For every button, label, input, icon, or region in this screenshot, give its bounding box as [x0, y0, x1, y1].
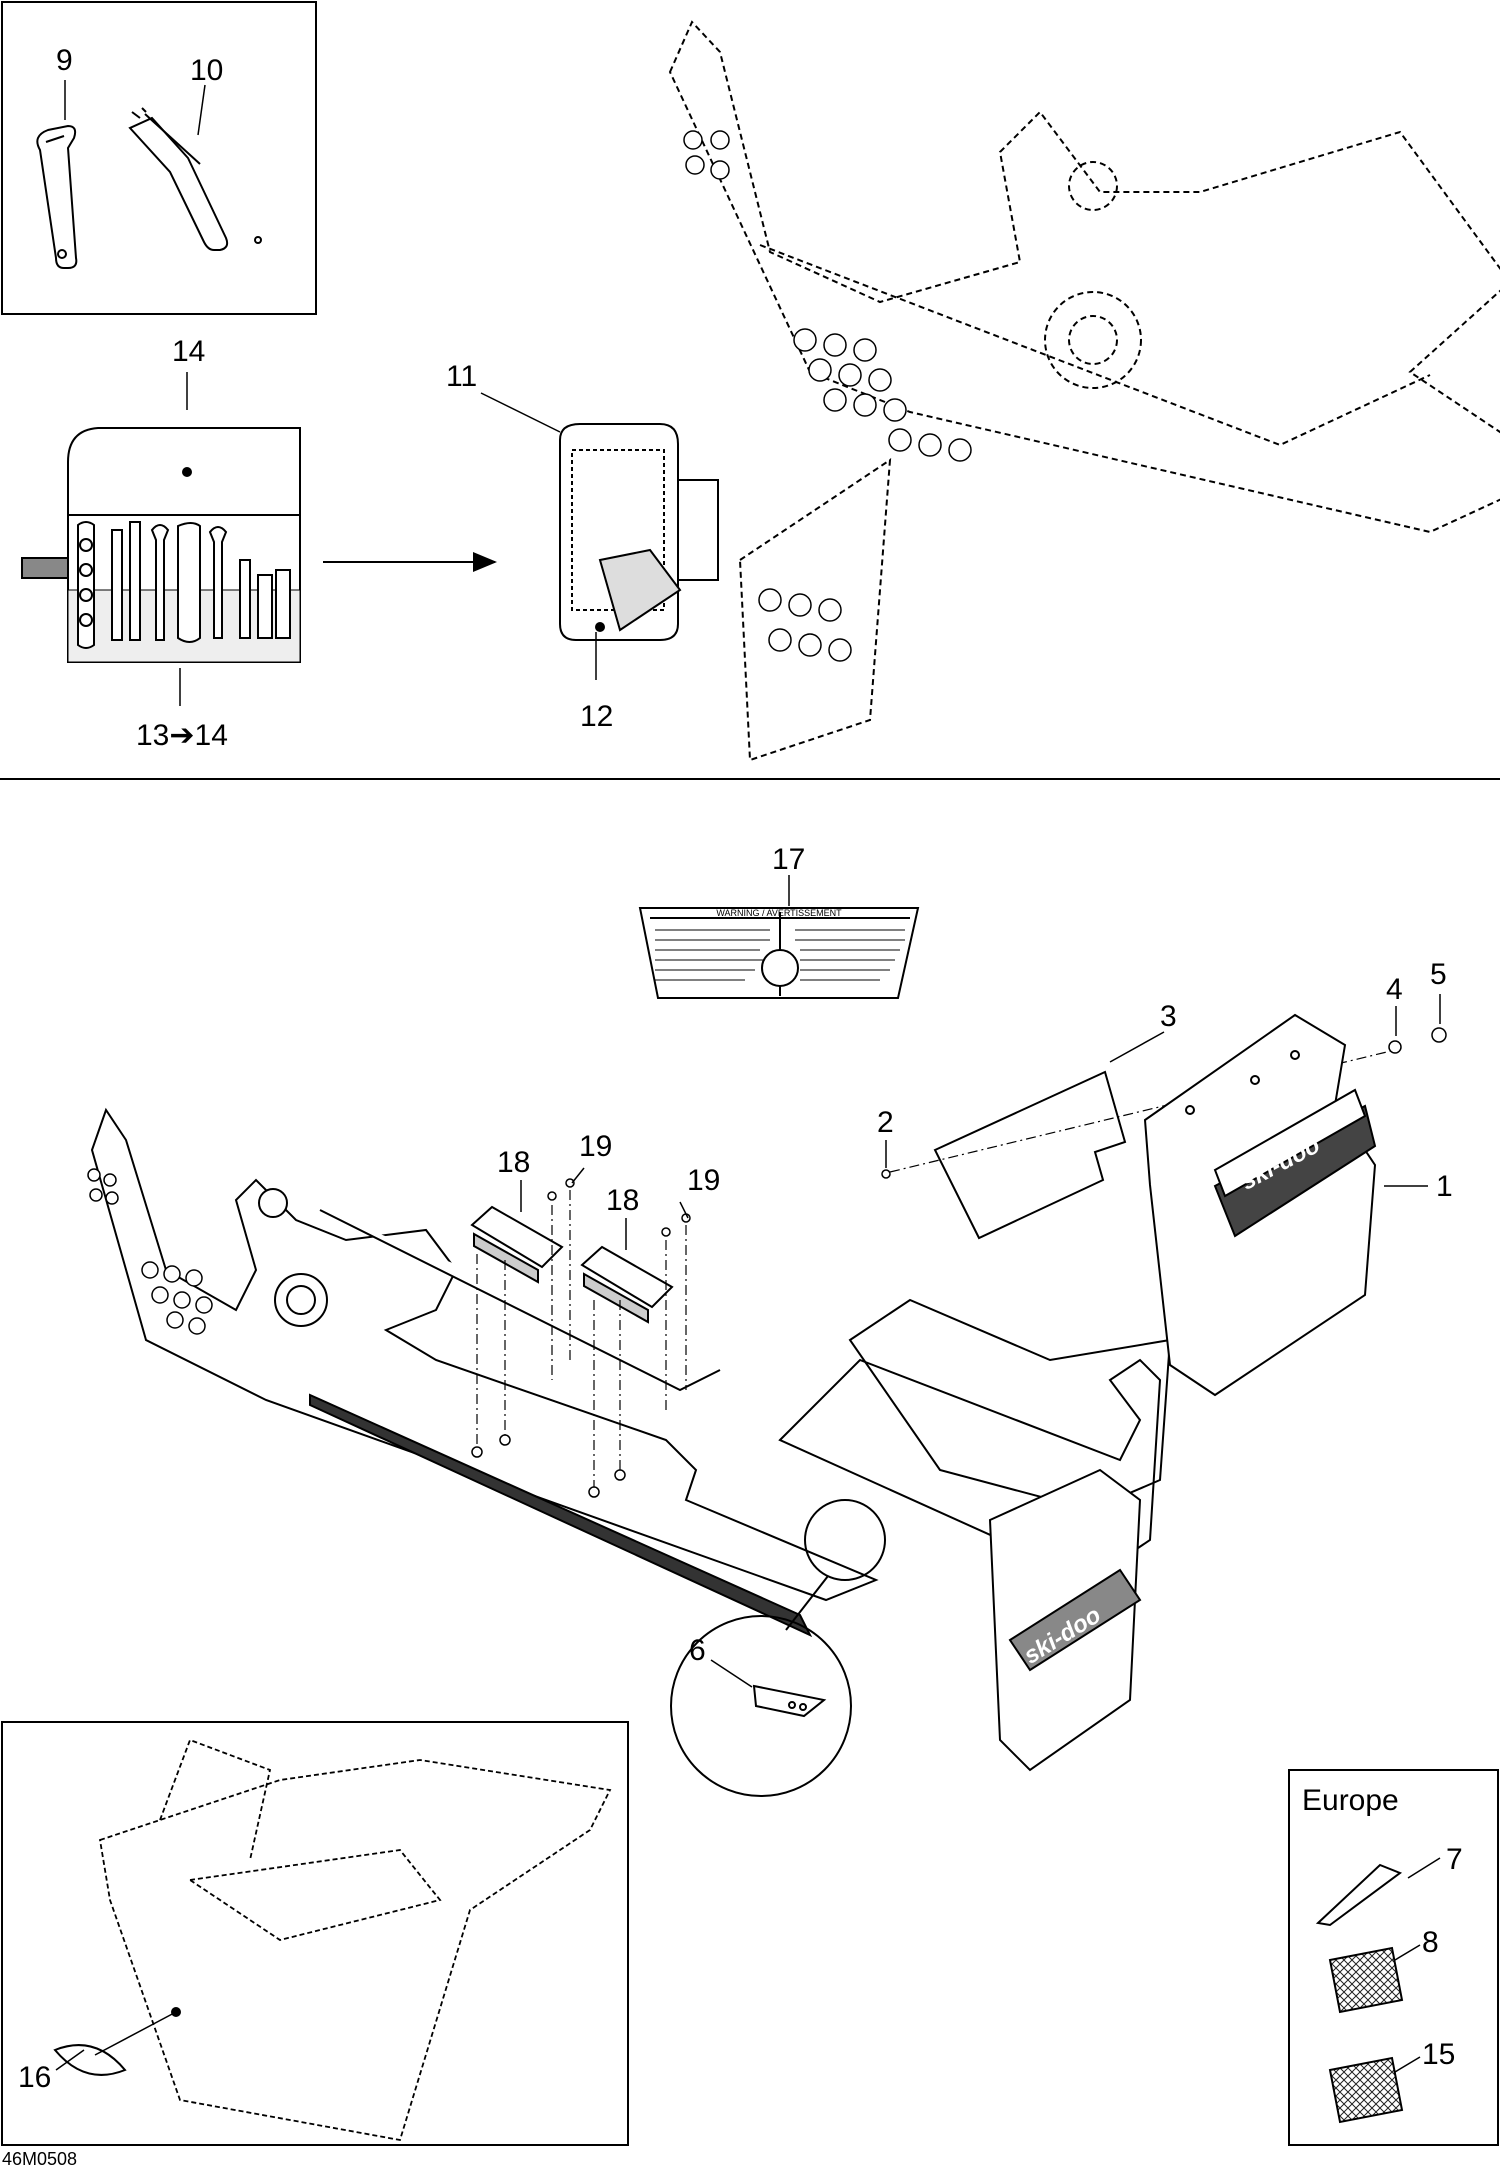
nut-4-drawing: [1388, 1040, 1402, 1054]
mud-flap-1-drawing: [1143, 1013, 1377, 1397]
wrench-9-drawing: [36, 124, 78, 269]
callout-10: 10: [190, 54, 224, 87]
callout-8: 8: [1422, 1926, 1439, 1959]
callout-2: 2: [877, 1106, 894, 1139]
callout-12: 12: [580, 700, 614, 733]
callout-19a: 19: [579, 1130, 613, 1163]
tool-kit-14-drawing: [21, 427, 301, 663]
rivet-2-drawing: [881, 1169, 891, 1179]
tools-frame: [1, 1, 317, 315]
callout-18b: 18: [606, 1184, 640, 1217]
tunnel-lower-drawing: [90, 1107, 879, 1638]
callout-19b: 19: [687, 1164, 721, 1197]
trim-16-drawing: [53, 2044, 127, 2076]
washer-5-drawing: [1431, 1027, 1447, 1043]
callout-4: 4: [1386, 973, 1403, 1006]
inset-seat-drawing: [98, 1738, 612, 2142]
europe-frame: [1288, 1769, 1499, 2146]
europe-inset-frame-left: [1, 1721, 629, 2146]
callout-1: 1: [1436, 1170, 1453, 1203]
assembly-dash-lines: [476, 1190, 687, 1488]
callout-11: 11: [446, 360, 478, 393]
callout-17: 17: [772, 843, 806, 876]
tool-10-drawing: [128, 107, 262, 251]
callout-16: 16: [18, 2061, 52, 2094]
stiffener-18b-drawing: [580, 1245, 674, 1324]
range-arrow-icon: ➔: [169, 719, 195, 752]
plate-3-drawing: [933, 1070, 1127, 1240]
callout-7: 7: [1446, 1843, 1463, 1876]
callout-14: 14: [172, 335, 206, 368]
callout-9: 9: [56, 44, 73, 77]
callout-13-to: 14: [194, 719, 228, 752]
sticker-17-drawing: [638, 907, 920, 999]
sticker-17-heading: WARNING / AVERTISSEMENT: [716, 908, 842, 918]
toolbox-11-drawing: [559, 423, 719, 641]
callout-13-from: 13: [136, 719, 170, 752]
callout-5: 5: [1430, 958, 1447, 991]
item-7-drawing: [1315, 1863, 1403, 1927]
rear-bumper-drawing: [778, 1298, 1172, 1772]
tunnel-upper-drawing: [668, 20, 1500, 762]
tunnel-lower-holes: [87, 1168, 213, 1335]
sticker-17-text-lines: [655, 929, 905, 981]
callout-18a: 18: [497, 1146, 531, 1179]
callout-13-to-14: 13➔14: [136, 721, 228, 751]
europe-label: Europe: [1302, 1784, 1399, 1817]
screws-19-drawing: [471, 1178, 691, 1498]
magnifier-6-drawing: [670, 1499, 886, 1797]
callout-6: 6: [689, 1634, 706, 1667]
tunnel-upper-holes: [683, 130, 972, 662]
callout-3: 3: [1160, 1000, 1177, 1033]
stiffener-18a-drawing: [470, 1205, 564, 1284]
reflector-8-drawing: [1328, 1946, 1404, 2014]
callout-15: 15: [1422, 2038, 1456, 2071]
diagram-code: 46M0508: [2, 2149, 78, 2169]
reflector-15-drawing: [1328, 2056, 1404, 2124]
